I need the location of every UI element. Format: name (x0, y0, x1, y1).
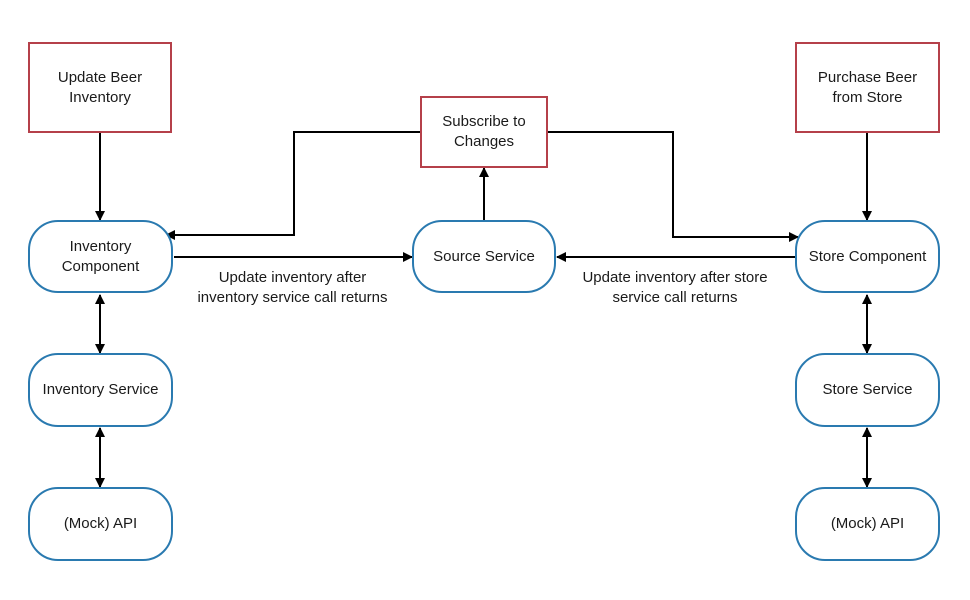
update-beer-inventory-box: Update Beer Inventory (28, 42, 172, 133)
mock-api-left-node: (Mock) API (28, 487, 173, 561)
inventory-component-node: Inventory Component (28, 220, 173, 293)
subscribe-to-changes-box: Subscribe to Changes (420, 96, 548, 168)
arrow-subscribe-to-store-component (548, 131, 799, 242)
source-service-node: Source Service (412, 220, 556, 293)
purchase-beer-box: Purchase Beer from Store (795, 42, 940, 133)
store-update-edge-label: Update inventory after store service cal… (582, 269, 768, 306)
store-component-node: Store Component (795, 220, 940, 293)
store-service-node: Store Service (795, 353, 940, 427)
mock-api-right-node: (Mock) API (795, 487, 940, 561)
inventory-service-node: Inventory Service (28, 353, 173, 427)
arrow-subscribe-to-inventory-component (165, 131, 420, 240)
inventory-update-edge-label: Update inventory after inventory service… (197, 269, 388, 306)
